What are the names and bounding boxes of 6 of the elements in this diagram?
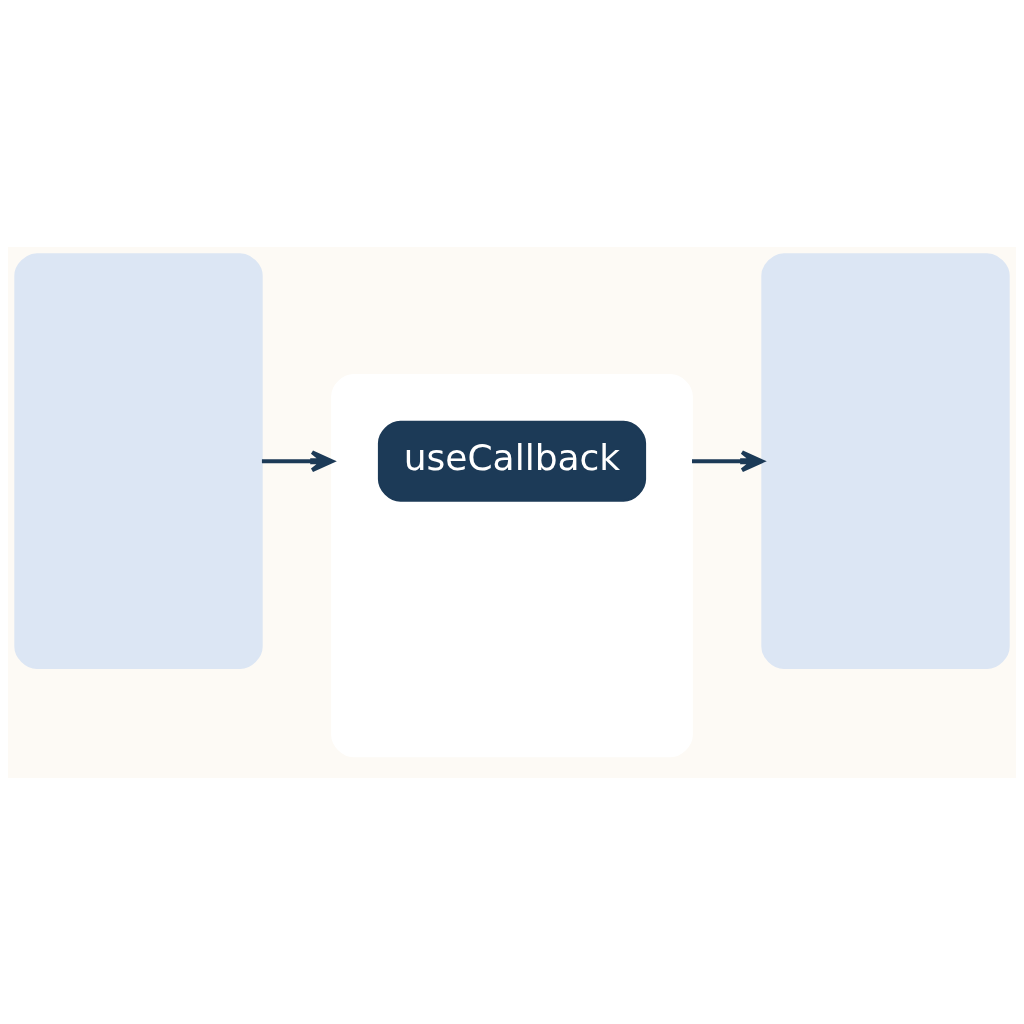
arrow — [692, 449, 764, 472]
node-box: useCallback — [377, 420, 647, 502]
node-box — [14, 252, 263, 669]
node-box — [761, 252, 1010, 669]
cluster — [331, 373, 693, 757]
arrow — [261, 449, 334, 472]
